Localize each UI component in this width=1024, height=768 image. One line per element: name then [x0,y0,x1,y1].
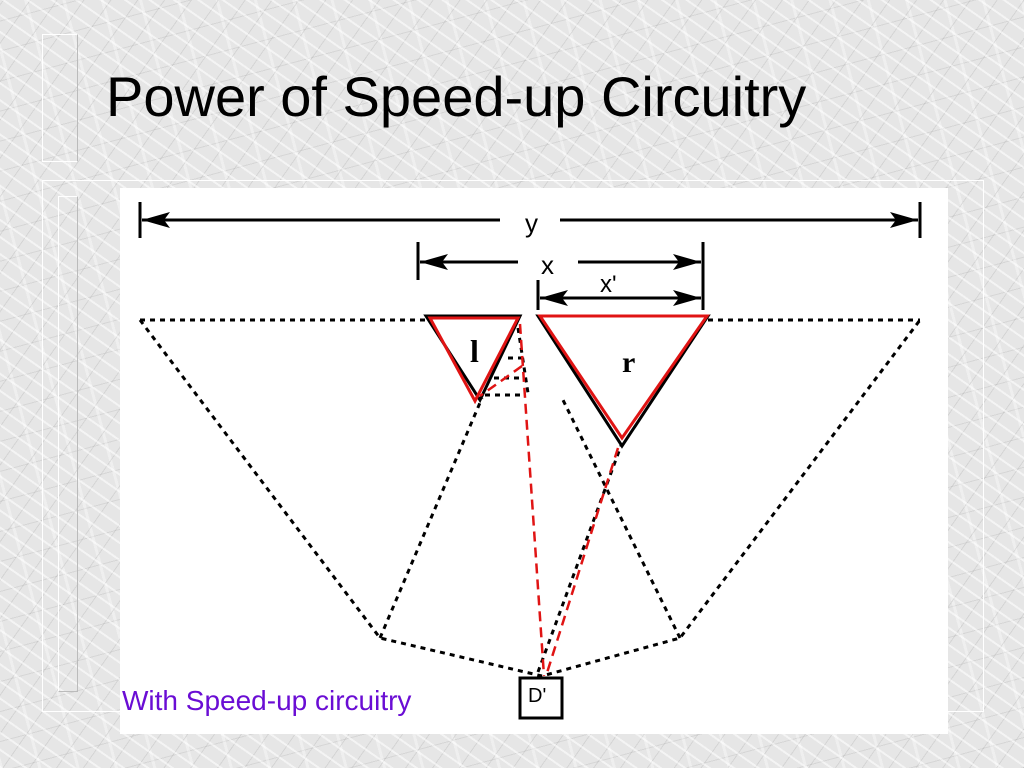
right-region-highlight [537,314,710,441]
outer-dotted-boundary [138,319,922,678]
right-region-triangle [535,314,711,449]
dotted-field-outline [138,318,922,678]
arrowheads [142,212,918,306]
speedup-diagram: y x x' l [138,202,922,720]
xprime-label: x' [600,271,617,298]
right-region-label: r [622,346,635,379]
dimension-lines [138,202,922,310]
right-dashed-path [544,447,620,677]
x-arrowhead-right [673,254,701,270]
left-dashed-spoke [479,364,523,398]
highlight-overlay [427,314,710,441]
diagram-caption: With Speed-up circuitry [122,685,412,716]
region-triangles [423,314,711,449]
region-labels: l r [470,333,635,379]
center-dotted-line [536,442,624,673]
left-region-highlight [427,316,521,405]
left-dashed-path [518,323,546,677]
node-box [518,676,564,720]
x-arrowhead-left [420,254,448,270]
diagram-panel: y x x' l [120,188,948,734]
x-label: x [541,250,554,280]
right-inner-dotted-line [560,397,682,639]
red-dashed-paths [479,323,620,677]
content-accent-bar [58,196,78,692]
dimension-labels: y x x' [525,208,617,298]
title-accent-bar [42,34,78,162]
slide-title: Power of Speed-up Circuitry [106,65,807,128]
node-label: D' [528,685,546,707]
y-arrowhead-left [142,212,170,228]
y-label: y [525,208,538,238]
left-region-label: l [470,333,479,369]
y-arrowhead-right [890,212,918,228]
node-d-prime: D' [518,676,564,720]
xprime-arrowhead-left [540,290,568,306]
left-inner-dotted-line [378,397,484,639]
xprime-arrowhead-right [673,290,701,306]
